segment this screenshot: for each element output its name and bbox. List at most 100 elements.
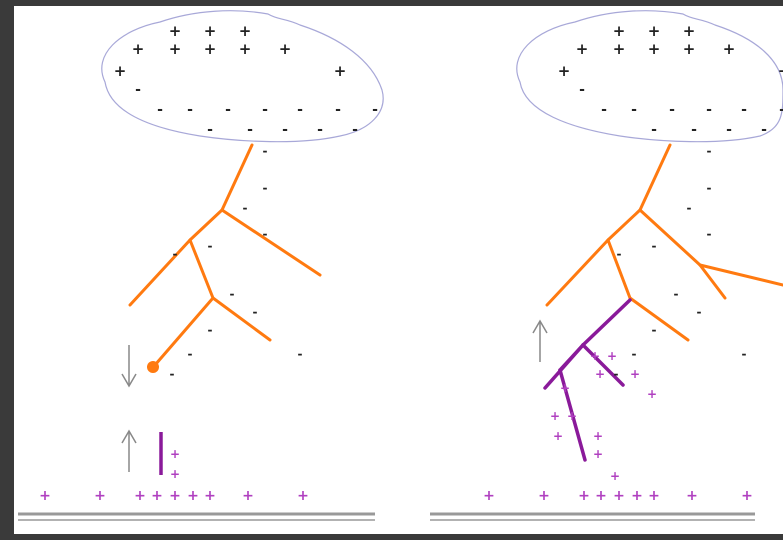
cloud-positive-charge: + xyxy=(723,40,736,58)
leader-negative-charge: - xyxy=(170,367,175,381)
cloud-positive-charge: + xyxy=(169,22,182,40)
streamer-positive-charge: + xyxy=(550,409,560,423)
leader-negative-charge: - xyxy=(298,347,303,361)
cloud-negative-charge: - xyxy=(726,122,732,138)
streamer-positive-charge: + xyxy=(610,469,620,483)
cloud-outline xyxy=(101,10,384,143)
ground-positive-charge: + xyxy=(538,488,550,504)
cloud-positive-charge: + xyxy=(613,40,626,58)
cloud-positive-charge: + xyxy=(683,22,696,40)
leader-negative-charge: - xyxy=(742,347,747,361)
cloud-negative-charge: - xyxy=(157,102,163,118)
ground-positive-charge: + xyxy=(94,488,106,504)
leader-negative-charge: - xyxy=(263,144,268,158)
streamer-positive-charge: + xyxy=(170,447,180,461)
cloud-positive-charge: + xyxy=(239,40,252,58)
up-arrow-icon xyxy=(121,429,137,472)
cloud-positive-charge: + xyxy=(778,62,783,80)
streamer-positive-charge: + xyxy=(595,367,605,381)
cloud-negative-charge: - xyxy=(579,82,585,98)
cloud-negative-charge: - xyxy=(262,102,268,118)
cloud-negative-charge: - xyxy=(282,122,288,138)
leader-tip xyxy=(147,361,159,373)
cloud-positive-charge: + xyxy=(169,40,182,58)
ground-positive-charge: + xyxy=(39,488,51,504)
cloud-negative-charge: - xyxy=(706,102,712,118)
leader-negative-charge: - xyxy=(263,227,268,241)
leader-negative-charge: - xyxy=(632,347,637,361)
cloud-negative-charge: - xyxy=(651,122,657,138)
cloud-negative-charge: - xyxy=(225,102,231,118)
cloud-negative-charge: - xyxy=(335,102,341,118)
right-panel xyxy=(430,10,783,521)
ground-positive-charge: + xyxy=(686,488,698,504)
leader-negative-charge: - xyxy=(208,323,213,337)
charge-markers: ++++++++++-------------------------+++++… xyxy=(39,22,783,504)
cloud-positive-charge: + xyxy=(648,40,661,58)
cloud-positive-charge: + xyxy=(576,40,589,58)
ground-positive-charge: + xyxy=(648,488,660,504)
cloud-negative-charge: - xyxy=(691,122,697,138)
cloud-negative-charge: - xyxy=(297,102,303,118)
streamer-positive-charge: + xyxy=(593,429,603,443)
cloud-positive-charge: + xyxy=(613,22,626,40)
leader-negative-charge: - xyxy=(263,181,268,195)
ground-positive-charge: + xyxy=(242,488,254,504)
streamer-positive-charge: + xyxy=(630,367,640,381)
ground-positive-charge: + xyxy=(169,488,181,504)
cloud-negative-charge: - xyxy=(761,122,767,138)
ground-positive-charge: + xyxy=(483,488,495,504)
cloud-negative-charge: - xyxy=(135,82,141,98)
cloud-positive-charge: + xyxy=(204,40,217,58)
leader-negative-charge: - xyxy=(614,367,619,381)
leader-negative-charge: - xyxy=(188,347,193,361)
leader-negative-charge: - xyxy=(707,144,712,158)
cloud-negative-charge: - xyxy=(352,122,358,138)
leader-negative-charge: - xyxy=(674,287,679,301)
diagram-canvas xyxy=(14,6,783,534)
ground-positive-charge: + xyxy=(595,488,607,504)
streamer-positive-charge: + xyxy=(593,447,603,461)
cloud-positive-charge: + xyxy=(114,62,127,80)
streamer-positive-charge: + xyxy=(590,349,600,363)
ground-positive-charge: + xyxy=(578,488,590,504)
streamer-positive-charge: + xyxy=(567,409,577,423)
ground-positive-charge: + xyxy=(297,488,309,504)
cloud-outline xyxy=(516,10,783,143)
stepped-leader xyxy=(128,143,322,367)
ground-positive-charge: + xyxy=(134,488,146,504)
ground-positive-charge: + xyxy=(187,488,199,504)
leader-negative-charge: - xyxy=(208,239,213,253)
cloud-negative-charge: - xyxy=(372,102,378,118)
leader-negative-charge: - xyxy=(617,247,622,261)
upward-streamer xyxy=(543,298,632,462)
leader-negative-charge: - xyxy=(652,323,657,337)
cloud-positive-charge: + xyxy=(648,22,661,40)
streamer-positive-charge: + xyxy=(647,387,657,401)
streamer-positive-charge: + xyxy=(553,429,563,443)
ground-positive-charge: + xyxy=(613,488,625,504)
cloud-negative-charge: - xyxy=(669,102,675,118)
cloud-negative-charge: - xyxy=(187,102,193,118)
cloud-positive-charge: + xyxy=(558,62,571,80)
cloud-positive-charge: + xyxy=(132,40,145,58)
cloud-positive-charge: + xyxy=(279,40,292,58)
cloud-negative-charge: - xyxy=(247,122,253,138)
cloud-positive-charge: + xyxy=(204,22,217,40)
leader-negative-charge: - xyxy=(707,227,712,241)
leader-negative-charge: - xyxy=(707,181,712,195)
left-panel xyxy=(18,10,384,521)
leader-negative-charge: - xyxy=(697,305,702,319)
ground-line xyxy=(430,512,755,521)
streamer-positive-charge: + xyxy=(170,467,180,481)
ground-positive-charge: + xyxy=(204,488,216,504)
leader-negative-charge: - xyxy=(230,287,235,301)
streamer-positive-charge: + xyxy=(607,349,617,363)
leader-negative-charge: - xyxy=(253,305,258,319)
ground-positive-charge: + xyxy=(151,488,163,504)
leader-negative-charge: - xyxy=(243,201,248,215)
cloud-negative-charge: - xyxy=(207,122,213,138)
ground-line xyxy=(18,512,375,521)
